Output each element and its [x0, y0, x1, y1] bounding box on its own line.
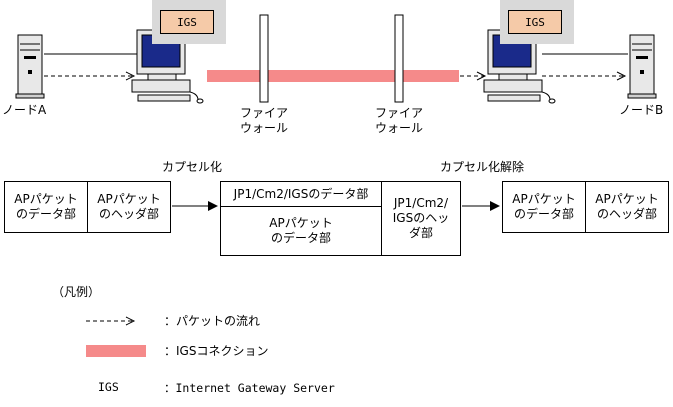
right-data-line2: のデータ部	[513, 207, 574, 221]
right-header-line1: APパケット	[595, 192, 659, 206]
mid-igs-data-box: JP1/Cm2/IGSのデータ部	[220, 181, 382, 207]
firewall-right-label: ファイア ウォール	[364, 106, 434, 136]
mid-igs-data-label: JP1/Cm2/IGSのデータ部	[233, 186, 369, 201]
mid-ap-data-line1: APパケット	[269, 216, 333, 230]
igs-right-box: IGS	[500, 0, 574, 44]
left-header-box: APパケットのヘッダ部	[87, 181, 171, 233]
decap-arrowhead	[490, 201, 500, 211]
igs-connection-bar	[207, 70, 459, 82]
igs-right-label: IGS	[508, 10, 562, 34]
mid-igs-header-line1: JP1/Cm2/	[393, 196, 449, 210]
firewall-right-line2: ウォール	[374, 121, 423, 135]
encap-label: カプセル化	[162, 160, 223, 174]
mid-igs-header-line3: ダ部	[408, 226, 433, 240]
right-data-box: APパケットのデータ部	[502, 181, 586, 233]
legend-abbr: IGS	[98, 380, 119, 394]
left-header-line2: のヘッダ部	[98, 207, 159, 221]
firewall-left-label: ファイア ウォール	[229, 106, 299, 136]
encap-arrowhead	[208, 201, 218, 211]
igs-left-box: IGS	[152, 0, 226, 44]
packet-flow-right-arrowhead	[616, 71, 627, 81]
right-header-line2: のヘッダ部	[596, 207, 657, 221]
mid-ap-data-box: APパケットのデータ部	[220, 206, 382, 256]
left-header-line1: APパケット	[97, 192, 161, 206]
left-data-line1: APパケット	[14, 192, 78, 206]
firewall-right	[394, 14, 404, 103]
legend-arrow-desc: ：パケットの流れ	[164, 314, 261, 328]
server-a-icon	[15, 34, 45, 99]
firewall-left-line2: ウォール	[239, 121, 288, 135]
node-b-label: ノードB	[619, 103, 664, 117]
firewall-left	[259, 14, 269, 103]
packet-flow-left-arrowhead	[125, 71, 136, 81]
legend-arrowhead	[125, 316, 136, 326]
server-b-icon	[627, 34, 657, 99]
legend-title: （凡例）	[52, 285, 101, 299]
left-data-box: APパケットのデータ部	[4, 181, 88, 233]
decap-label: カプセル化解除	[440, 160, 525, 174]
mid-igs-header-line2: IGSのヘッ	[392, 211, 450, 225]
computer-right-icon	[483, 29, 556, 104]
right-header-box: APパケットのヘッダ部	[585, 181, 669, 233]
legend-connection-bar	[86, 345, 146, 357]
firewall-left-line1: ファイア	[239, 106, 288, 120]
node-a-label: ノードA	[2, 103, 47, 117]
mid-igs-header-box: JP1/Cm2/IGSのヘッダ部	[381, 181, 461, 256]
packet-flow-mid-arrowhead	[476, 71, 487, 81]
legend-abbr-desc: ：Internet Gateway Server	[164, 381, 335, 395]
computer-left-icon	[131, 29, 204, 104]
mid-ap-data-line2: のデータ部	[270, 231, 331, 245]
left-data-line2: のデータ部	[15, 207, 76, 221]
right-data-line1: APパケット	[512, 192, 576, 206]
igs-left-label: IGS	[160, 10, 214, 34]
legend-bar-desc: ：IGSコネクション	[164, 344, 269, 358]
firewall-right-line1: ファイア	[374, 106, 423, 120]
